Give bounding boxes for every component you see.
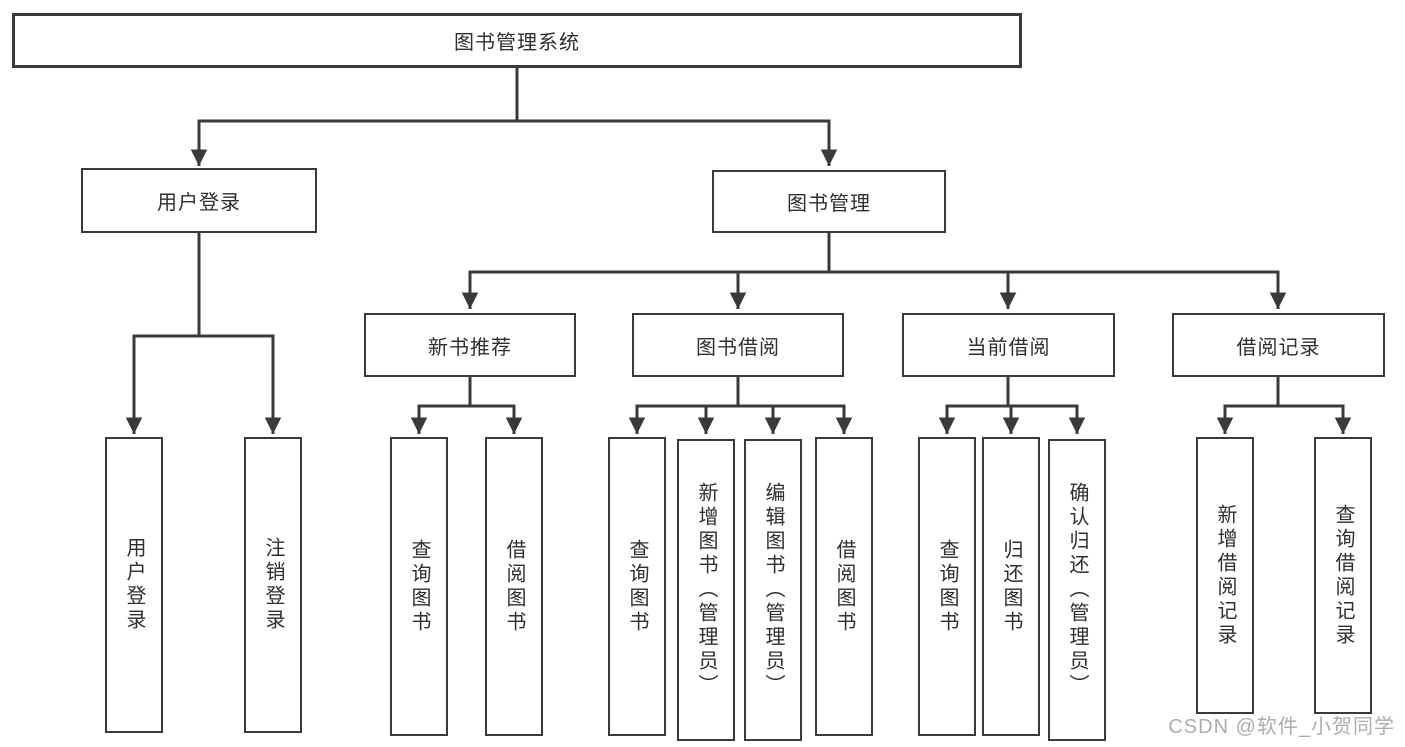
node-add-book-admin: 新增图书（管理员）	[677, 439, 735, 741]
node-book-management-label: 图书管理	[787, 193, 871, 215]
node-add-book-admin-label: 新增图书（管理员）	[695, 482, 717, 698]
node-confirm-return-admin-label: 确认归还（管理员）	[1066, 482, 1088, 698]
node-root-label: 图书管理系统	[454, 32, 580, 54]
node-confirm-return-admin: 确认归还（管理员）	[1048, 439, 1106, 741]
node-root: 图书管理系统	[12, 13, 1022, 68]
node-edit-book-admin: 编辑图书（管理员）	[744, 439, 802, 741]
node-add-borrow-record: 新增借阅记录	[1196, 437, 1254, 714]
node-book-borrow: 图书借阅	[632, 313, 844, 377]
connector-root-trunk	[197, 68, 831, 123]
node-current-borrow: 当前借阅	[902, 313, 1115, 377]
node-new-book-recommend: 新书推荐	[364, 313, 576, 377]
node-new-book-recommend-label: 新书推荐	[428, 336, 512, 359]
node-query-borrow-record-label: 查询借阅记录	[1332, 503, 1354, 648]
node-query-books-1-label: 查询图书	[408, 538, 430, 635]
connector-book-borrow-trunk	[635, 377, 846, 408]
node-borrow-books-1: 借阅图书	[485, 437, 543, 736]
node-query-books-1: 查询图书	[390, 437, 448, 736]
node-return-book-label: 归还图书	[1000, 538, 1022, 635]
node-logout-leaf: 注销登录	[244, 437, 302, 733]
connector-new-book-trunk	[417, 377, 516, 408]
node-user-login-leaf-label: 用户登录	[123, 537, 145, 633]
connector-user-login-trunk	[132, 233, 275, 338]
csdn-watermark: CSDN @软件_小贺同学	[1168, 716, 1395, 738]
node-borrow-records: 借阅记录	[1172, 313, 1385, 377]
node-current-borrow-label: 当前借阅	[966, 336, 1051, 359]
node-user-login-label: 用户登录	[157, 192, 241, 214]
node-book-management: 图书管理	[712, 170, 946, 233]
node-user-login-leaf: 用户登录	[105, 437, 163, 733]
node-return-book: 归还图书	[982, 437, 1040, 736]
node-query-books-3: 查询图书	[918, 437, 976, 736]
node-query-books-2-label: 查询图书	[626, 538, 648, 635]
connector-borrow-records-trunk	[1223, 377, 1345, 408]
node-logout-leaf-label: 注销登录	[262, 537, 284, 633]
node-borrow-books-1-label: 借阅图书	[503, 538, 525, 635]
connector-book-management-trunk	[468, 233, 1280, 274]
node-user-login: 用户登录	[81, 168, 317, 233]
node-book-borrow-label: 图书借阅	[696, 336, 780, 359]
node-query-books-3-label: 查询图书	[936, 538, 958, 635]
node-query-books-2: 查询图书	[608, 437, 666, 736]
node-add-borrow-record-label: 新增借阅记录	[1214, 503, 1236, 648]
connector-current-borrow-trunk	[945, 377, 1079, 408]
node-borrow-records-label: 借阅记录	[1236, 336, 1321, 359]
node-borrow-books-2: 借阅图书	[815, 437, 873, 736]
node-query-borrow-record: 查询借阅记录	[1314, 437, 1372, 714]
node-borrow-books-2-label: 借阅图书	[833, 538, 855, 635]
node-edit-book-admin-label: 编辑图书（管理员）	[762, 482, 784, 698]
